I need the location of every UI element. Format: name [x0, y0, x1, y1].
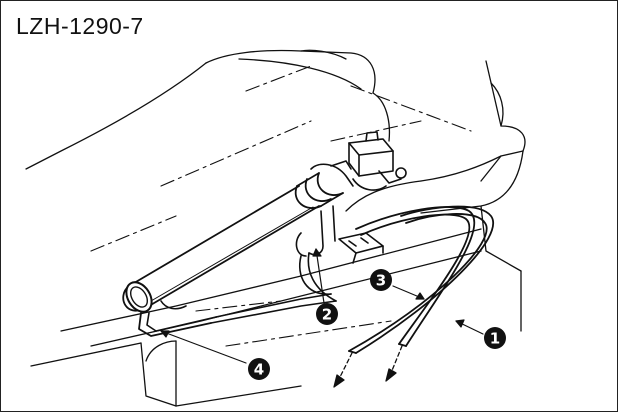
- model-label: LZH-1290-7: [16, 13, 144, 39]
- machine-bed: [25, 49, 526, 407]
- leader-lines: [160, 248, 484, 364]
- callout-2: 2: [316, 303, 338, 325]
- callout-3: 3: [370, 269, 392, 291]
- connector-plate: [338, 232, 384, 264]
- flow-arrows: [333, 345, 403, 388]
- svg-text:2: 2: [322, 306, 332, 324]
- tube-clamp: [294, 160, 354, 257]
- svg-text:3: 3: [376, 272, 386, 290]
- oil-tube: [122, 185, 320, 313]
- mounting-block: [348, 131, 407, 191]
- svg-text:4: 4: [254, 361, 264, 379]
- callout-1: 1: [484, 327, 506, 349]
- hoses: [348, 205, 494, 354]
- reference-lines: [90, 65, 472, 347]
- lower-pipe: [138, 252, 337, 337]
- svg-text:1: 1: [490, 330, 500, 348]
- callout-4: 4: [248, 358, 270, 380]
